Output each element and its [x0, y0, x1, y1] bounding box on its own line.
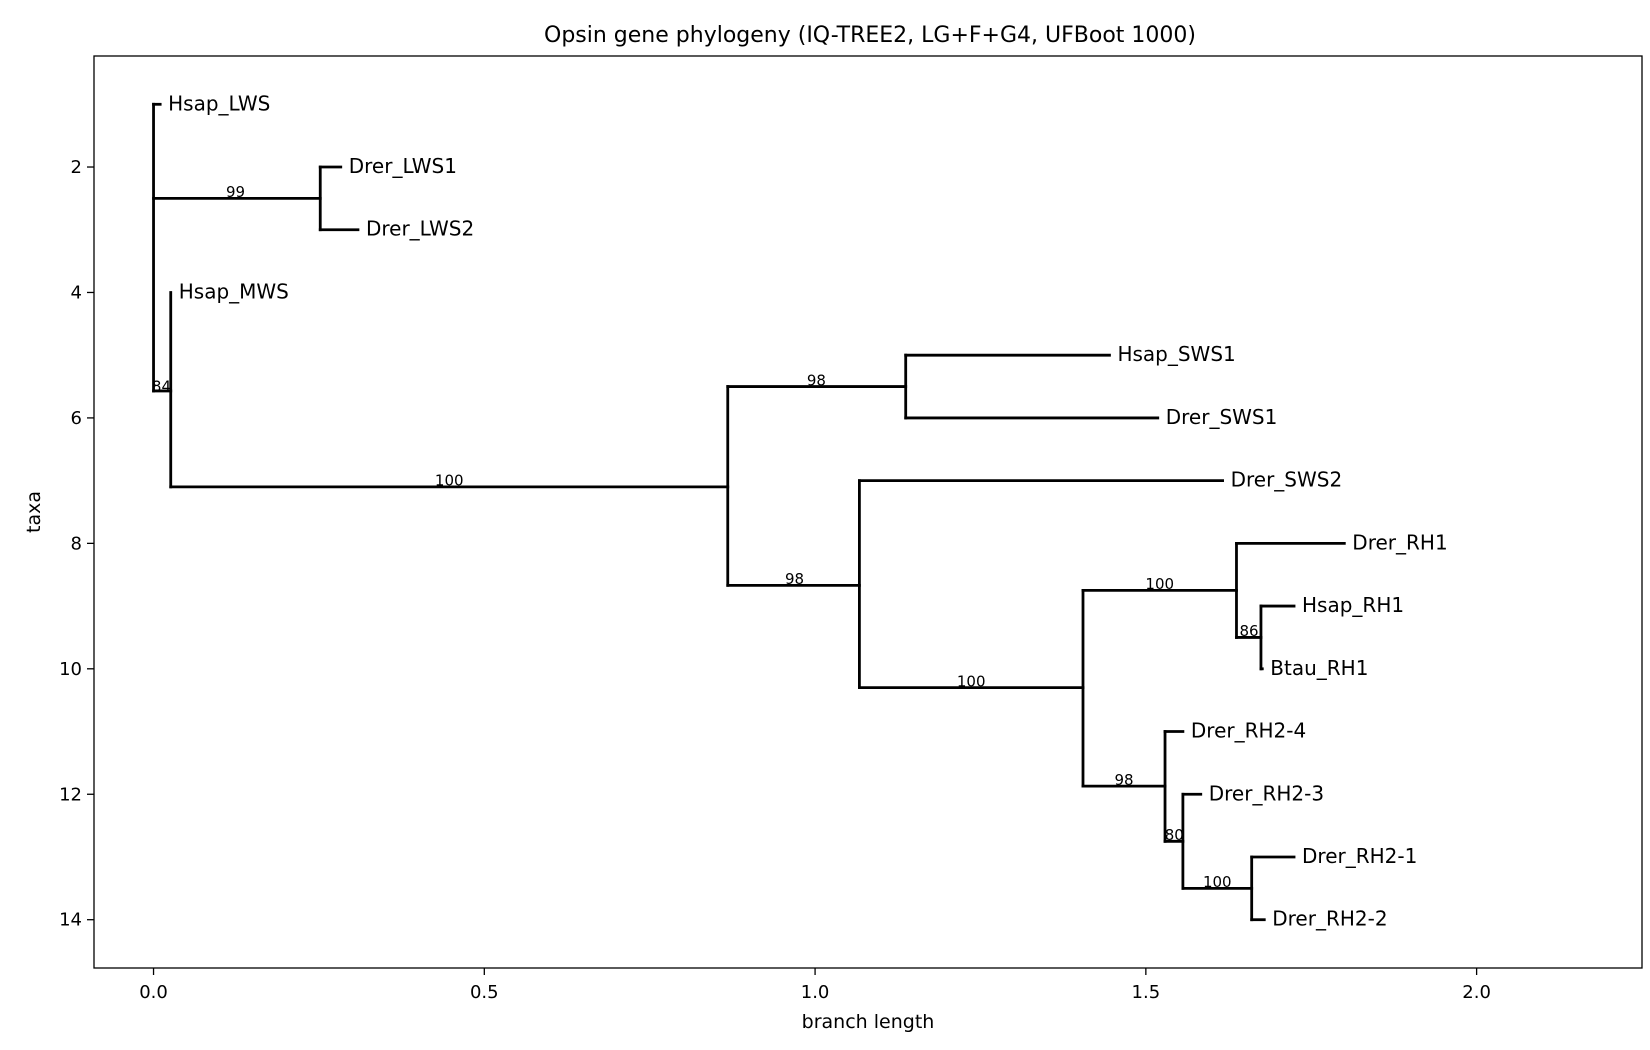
y-tick-label: 6: [71, 408, 82, 429]
x-tick-label: 1.5: [1132, 982, 1161, 1003]
leaf-label-drer_rh2-2: Drer_RH2-2: [1272, 907, 1387, 931]
y-tick-label: 4: [71, 282, 82, 303]
leaf-label-drer_lws1: Drer_LWS1: [349, 154, 457, 178]
support-label: 80: [1165, 826, 1184, 844]
x-tick-label: 1.0: [801, 982, 830, 1003]
x-tick-label: 0.5: [470, 982, 499, 1003]
leaf-label-drer_sws1: Drer_SWS1: [1166, 405, 1278, 429]
support-label: 86: [1239, 622, 1258, 640]
plot-frame: [93, 55, 1643, 969]
y-tick-label: 8: [71, 533, 82, 554]
support-label: 84: [152, 378, 171, 396]
leaf-label-drer_rh2-3: Drer_RH2-3: [1209, 781, 1324, 805]
support-label: 98: [785, 570, 804, 588]
axis-ticks: 0.0 0.5 1.0 1.5 2.0 2 4 6 8 10 12 14: [59, 157, 1491, 1003]
leaf-label-hsap_lws: Hsap_LWS: [168, 91, 270, 115]
support-label: 100: [435, 472, 464, 490]
tree-branches: [152, 102, 1346, 922]
y-tick-label: 10: [59, 659, 82, 680]
leaf-label-drer_lws2: Drer_LWS2: [366, 217, 474, 241]
support-label: 100: [1145, 575, 1174, 593]
leaf-label-hsap_rh1: Hsap_RH1: [1302, 593, 1404, 617]
support-label: 98: [1114, 771, 1133, 789]
chart-title: Opsin gene phylogeny (IQ-TREE2, LG+F+G4,…: [544, 23, 1196, 48]
leaf-label-hsap_mws: Hsap_MWS: [179, 279, 289, 303]
x-axis-label: branch length: [802, 1011, 935, 1033]
y-tick-label: 14: [59, 910, 82, 931]
support-label: 98: [807, 371, 826, 389]
support-label: 99: [226, 183, 245, 201]
support-label: 100: [1203, 873, 1232, 891]
support-values: 99 84 100 98 98 100 100 86 98 80 100: [152, 183, 1259, 891]
y-tick-label: 12: [59, 784, 82, 805]
x-tick-label: 0.0: [139, 982, 168, 1003]
y-tick-label: 2: [71, 157, 82, 178]
leaf-label-hsap_sws1: Hsap_SWS1: [1117, 342, 1235, 366]
leaf-label-btau_rh1: Btau_RH1: [1270, 656, 1368, 680]
support-label: 100: [957, 672, 986, 690]
leaf-label-drer_rh2-4: Drer_RH2-4: [1191, 719, 1306, 743]
leaf-label-drer_rh2-1: Drer_RH2-1: [1302, 844, 1417, 868]
x-tick-label: 2.0: [1462, 982, 1491, 1003]
y-axis-label: taxa: [23, 491, 45, 533]
leaf-label-drer_rh1: Drer_RH1: [1352, 530, 1447, 554]
leaf-label-drer_sws2: Drer_SWS2: [1231, 468, 1343, 492]
